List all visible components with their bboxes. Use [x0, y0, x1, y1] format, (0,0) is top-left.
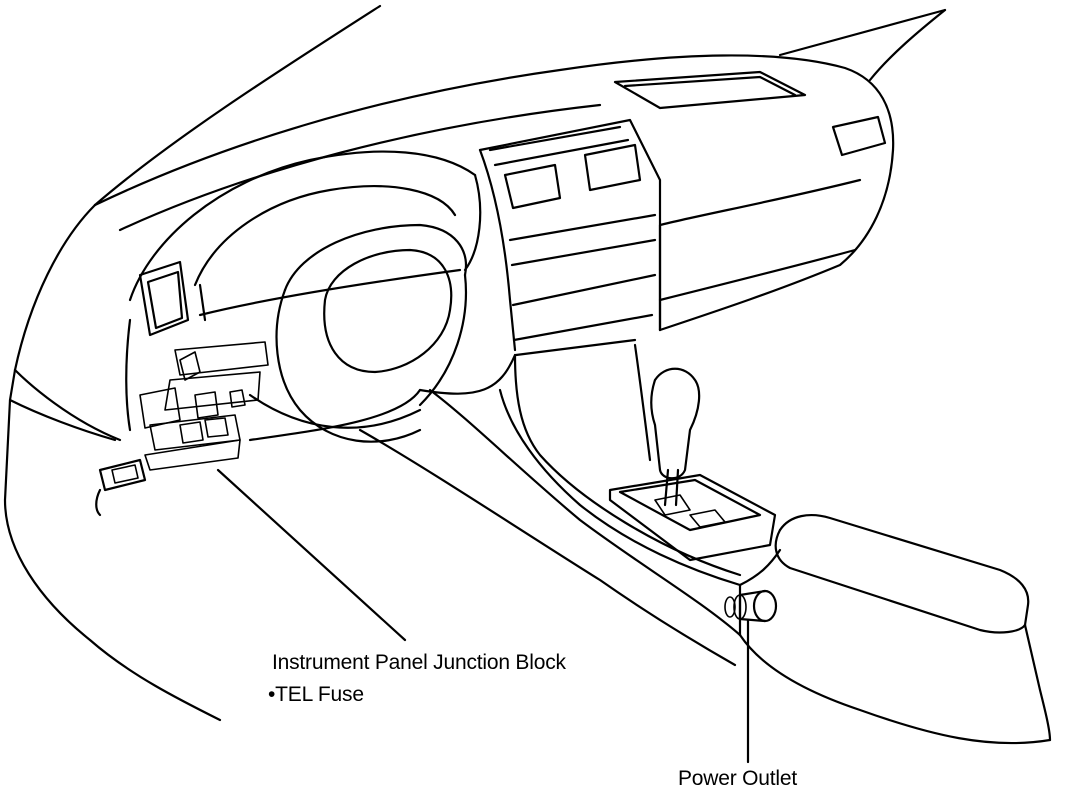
dashboard-right-body	[658, 148, 895, 332]
lower-dash-edge	[3, 353, 742, 722]
tel-fuse-label: •TEL Fuse	[268, 683, 364, 706]
dashboard-top	[93, 54, 895, 232]
windshield-pillar-right	[778, 8, 947, 82]
right-side-vent	[831, 115, 887, 157]
leader-line-junction-block	[216, 468, 407, 642]
center-console	[498, 343, 777, 587]
left-side-vent	[138, 260, 190, 337]
power-outlet-label: Power Outlet	[678, 767, 797, 790]
armrest	[738, 514, 1052, 742]
junction-block-label: Instrument Panel Junction Block	[272, 651, 566, 674]
shift-lever	[650, 367, 701, 507]
center-stack	[478, 118, 662, 357]
windshield-pillar-left	[13, 4, 382, 372]
lower-left-panel	[8, 318, 269, 517]
instrument-cluster-hood	[128, 150, 482, 322]
defroster-vent	[613, 70, 807, 110]
steering-wheel	[248, 223, 467, 443]
power-outlet-socket	[724, 589, 778, 623]
console-body	[738, 583, 1052, 745]
